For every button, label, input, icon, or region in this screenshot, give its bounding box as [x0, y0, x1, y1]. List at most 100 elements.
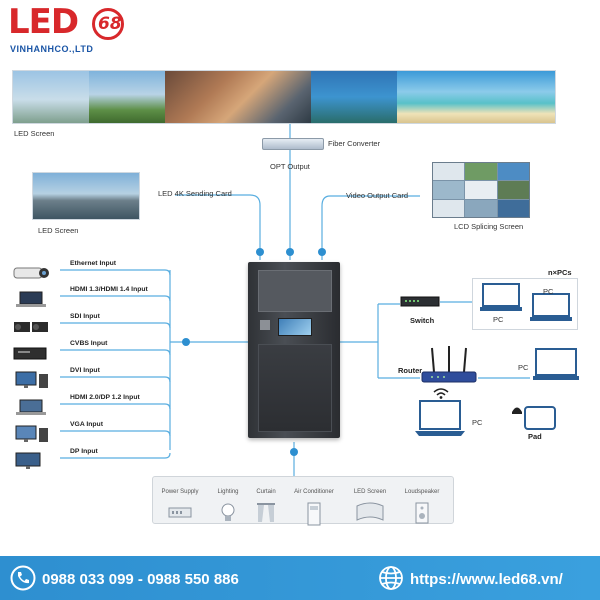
pc-icon: [530, 293, 572, 321]
video-output-label: Video Output Card: [346, 191, 408, 200]
multi-pc-group: PC PC: [472, 278, 578, 330]
lcd-tile: [433, 163, 465, 181]
control-label: Air Conditioner: [294, 489, 334, 495]
strip-sky: [13, 71, 89, 123]
air-conditioner-icon: [307, 502, 321, 526]
router-icon: [421, 346, 477, 383]
laptop-icon: [16, 291, 46, 307]
control-label: Lighting: [217, 489, 239, 495]
lcd-tile: [497, 181, 529, 199]
desktop-icon: [15, 452, 41, 469]
control-lighting: Lighting: [198, 480, 258, 524]
phone-icon: [512, 407, 522, 414]
connection-lines: [60, 122, 530, 478]
footer-phone[interactable]: 0988 033 099 - 0988 550 886: [42, 571, 239, 588]
strip-sea: [311, 71, 397, 123]
pc-label: PC: [472, 418, 483, 427]
left-led-screen: [32, 172, 140, 220]
control-curtain: Curtain: [236, 480, 296, 524]
pc-label: PC: [543, 287, 554, 296]
camera-icon: [13, 267, 49, 279]
lcd-tile: [433, 181, 465, 199]
central-control-panel: [152, 476, 454, 524]
input-row-sdi: SDI Input: [12, 313, 162, 337]
fiber-converter-device: [262, 138, 324, 150]
video-processor-cabinet: [248, 262, 340, 438]
cabinet-top-panel: [258, 270, 332, 312]
lcd-tile: [433, 199, 465, 217]
phone-icon: [10, 565, 36, 591]
pc-icon: [480, 283, 522, 311]
fiber-converter-label: Fiber Converter: [328, 139, 381, 148]
multi-pc-label: n×PCs: [548, 268, 572, 277]
lcd-splicing-label: LCD Splicing Screen: [454, 222, 524, 231]
input-row-dp: DP Input: [12, 448, 162, 472]
cabinet-display: [278, 318, 312, 336]
lcd-tile: [465, 199, 497, 217]
lcd-splicing-screen: [432, 162, 530, 218]
power-supply-icon: [168, 507, 192, 518]
tablet-icon: [524, 406, 556, 430]
input-row-hdmi14: HDMI 1.3/HDMI 1.4 Input: [12, 286, 162, 310]
camcorder-icon: [14, 322, 48, 332]
logo-badge: 68: [92, 8, 124, 40]
loudspeaker-icon: [415, 502, 429, 524]
laptop-icon: [415, 400, 465, 436]
input-label: SDI Input: [70, 313, 100, 320]
input-label: CVBS Input: [70, 340, 108, 347]
control-air-conditioner: Air Conditioner: [284, 480, 344, 526]
control-led-screen: LED Screen: [340, 480, 400, 524]
switch-label: Switch: [410, 316, 435, 325]
cabinet-left-badge: [260, 320, 270, 330]
input-row-cvbs: CVBS Input: [12, 340, 162, 364]
pc-label: PC: [518, 363, 529, 372]
player-icon: [13, 347, 47, 360]
logo-letters: LED: [8, 2, 79, 42]
brand-logo: LED 68 VINHANHCO.,LTD: [8, 2, 138, 56]
wifi-icon: [433, 388, 449, 399]
laptop-icon: [16, 399, 46, 415]
cabinet-lower-panel: [258, 344, 332, 432]
control-label: Power Supply: [161, 489, 199, 495]
input-label: HDMI 2.0/DP 1.2 Input: [70, 394, 140, 401]
control-label: Curtain: [256, 489, 276, 495]
pad-label: Pad: [528, 432, 542, 441]
input-label: Ethernet Input: [70, 260, 117, 267]
strip-meadow: [89, 71, 165, 123]
router-label: Router: [398, 366, 423, 375]
curtain-icon: [257, 503, 275, 522]
input-label: DP Input: [70, 448, 98, 455]
top-screen-label: LED Screen: [14, 129, 55, 138]
led-screen-icon: [356, 502, 384, 521]
top-led-screen: [12, 70, 556, 124]
left-screen-label: LED Screen: [38, 226, 79, 235]
pc-label: PC: [493, 315, 504, 324]
lcd-tile: [465, 163, 497, 181]
input-row-dvi: DVI Input: [12, 367, 162, 391]
strip-beach: [397, 71, 555, 123]
contact-footer: 0988 033 099 - 0988 550 886 https://www.…: [0, 556, 600, 600]
input-row-ethernet: Ethernet Input: [12, 260, 162, 284]
control-label: LED Screen: [353, 489, 387, 495]
lightbulb-icon: [221, 503, 235, 521]
control-loudspeaker: Loudspeaker: [392, 480, 452, 524]
lcd-tile: [497, 199, 529, 217]
sending-card-label: LED 4K Sending Card: [158, 189, 232, 198]
control-power-supply: Power Supply: [150, 480, 210, 520]
logo-company: VINHANHCO.,LTD: [10, 44, 94, 54]
input-label: DVI Input: [70, 367, 100, 374]
lcd-tile: [465, 181, 497, 199]
opt-output-label: OPT Output: [270, 162, 310, 171]
strip-stones: [165, 71, 311, 123]
footer-website[interactable]: https://www.led68.vn/: [410, 571, 563, 588]
input-label: HDMI 1.3/HDMI 1.4 Input: [70, 286, 148, 293]
control-label: Loudspeaker: [404, 489, 440, 495]
lcd-tile: [497, 163, 529, 181]
switch-icon: [400, 296, 440, 307]
desktop-icon: [15, 371, 48, 388]
logo-number: 68: [98, 14, 122, 34]
input-label: VGA Input: [70, 421, 103, 428]
input-row-hdmi20: HDMI 2.0/DP 1.2 Input: [12, 394, 162, 418]
desktop-icon: [15, 425, 48, 442]
input-row-vga: VGA Input: [12, 421, 162, 445]
